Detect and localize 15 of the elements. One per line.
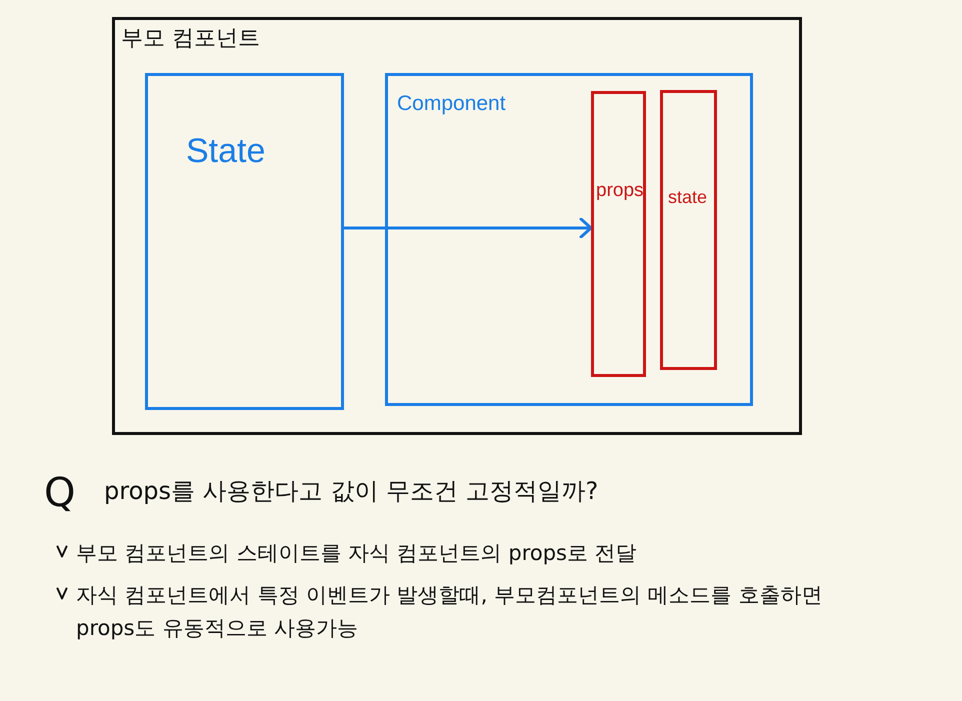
box-label: state	[668, 187, 708, 208]
box-label: State	[186, 132, 266, 172]
box-label: props	[596, 180, 644, 202]
box-label: 부모 컴포넌트	[121, 26, 260, 52]
column-box	[591, 91, 646, 377]
rectangle-box	[145, 73, 344, 410]
rectangle-box	[385, 73, 753, 406]
bullet-text: 부모 컴포넌트의 스테이트를 자식 컴포넌트의 props로 전달	[76, 540, 637, 567]
box-label: Component	[397, 92, 506, 116]
question-letter: Q	[44, 469, 76, 518]
bullet-text: 자식 컴포넌트에서 특정 이벤트가 발생할때, 부모컴포넌트의 메소드를 호출하면 props도 유동적으로 사용가능	[76, 582, 824, 642]
arrow	[342, 218, 592, 239]
outer-frame	[112, 17, 802, 435]
question-text: props를 사용한다고 값이 무조건 고정적일까?	[104, 476, 598, 507]
column-box	[660, 90, 717, 370]
